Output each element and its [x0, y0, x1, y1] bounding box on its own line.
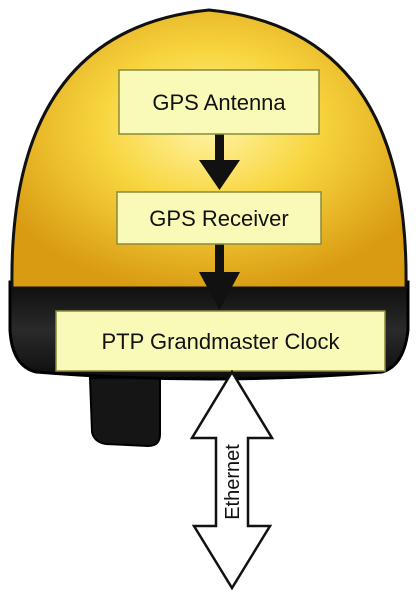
antenna-dome: [10, 8, 408, 290]
ethernet-link-arrow: Ethernet: [189, 369, 275, 591]
arrow-receiver-to-clock: [199, 243, 240, 310]
gps-receiver-label: GPS Receiver: [149, 206, 288, 231]
mount-foot: [88, 377, 161, 448]
gps-antenna-box: GPS Antenna: [118, 69, 320, 135]
gps-antenna-label: GPS Antenna: [152, 90, 286, 115]
ethernet-label: Ethernet: [222, 444, 244, 520]
ptp-grandmaster-clock-box: PTP Grandmaster Clock: [55, 310, 386, 372]
ptp-grandmaster-clock-label: PTP Grandmaster Clock: [101, 329, 340, 354]
gps-receiver-box: GPS Receiver: [116, 191, 322, 245]
arrow-antenna-to-receiver: [199, 133, 240, 190]
